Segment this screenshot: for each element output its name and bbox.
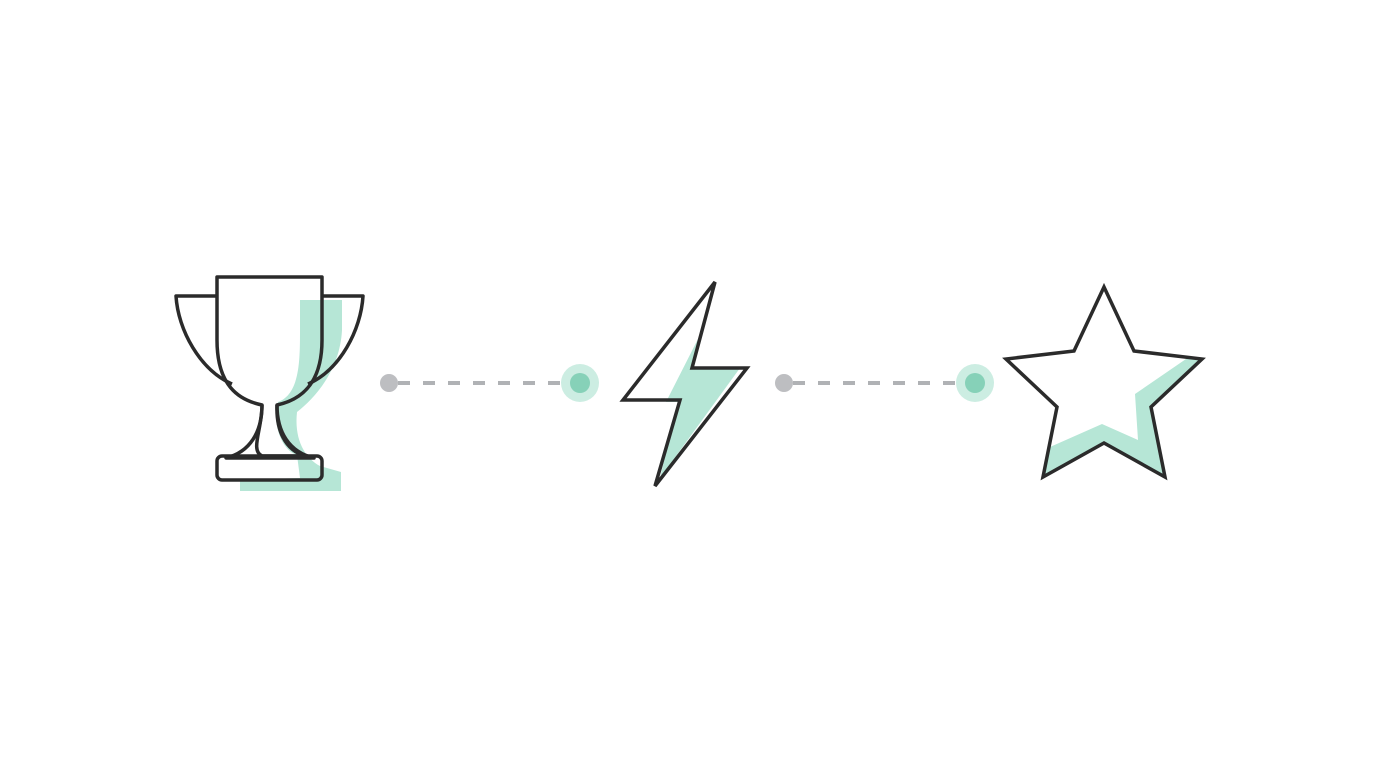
end-dot	[570, 373, 590, 393]
end-dot	[965, 373, 985, 393]
lightning-bolt-icon	[619, 280, 751, 488]
trophy-icon	[174, 275, 365, 491]
star-icon	[1002, 282, 1206, 481]
trophy-shadow	[240, 300, 342, 491]
connector-2	[775, 364, 994, 402]
lightning-shadow	[660, 335, 740, 478]
star-shadow	[1043, 359, 1202, 477]
start-dot	[380, 374, 398, 392]
connector-1	[380, 364, 599, 402]
start-dot	[775, 374, 793, 392]
